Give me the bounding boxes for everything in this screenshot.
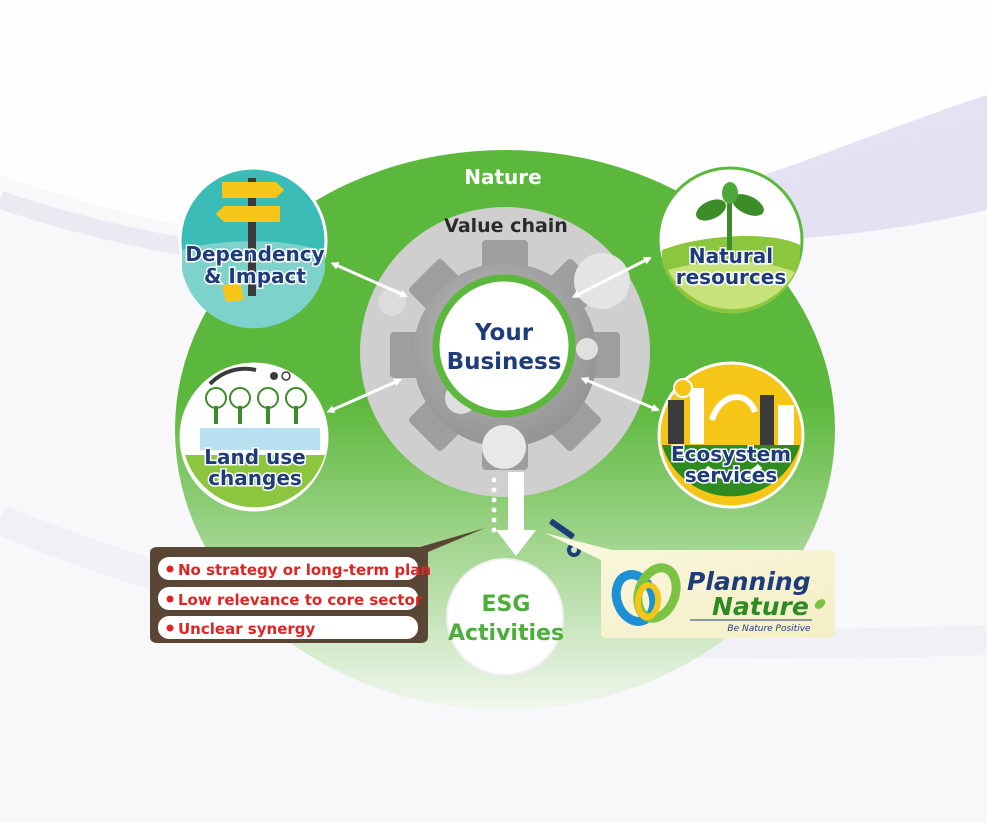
- dependency-label-line1: Dependency: [185, 242, 324, 266]
- connection-arrows: [326, 256, 660, 413]
- arrow-land: [326, 378, 402, 413]
- natural-resources-node: Natural resources: [656, 166, 804, 314]
- brand-name-line1: Planning: [687, 567, 811, 596]
- ecosystem-label-line1: Ecosystem: [671, 442, 791, 466]
- your-business-line2: Business: [447, 349, 562, 375]
- value-chain-label: Value chain: [444, 215, 568, 237]
- your-business-line1: Your: [474, 320, 534, 346]
- trees-icon: [205, 366, 307, 424]
- land-label-line1: Land use: [204, 445, 305, 469]
- brand-box: Planning Nature Be Nature Positive: [545, 533, 835, 638]
- esg-line1: ESG: [482, 592, 531, 617]
- signpost-icon: [216, 178, 284, 302]
- issue-text-2: Low relevance to core sector: [178, 591, 423, 609]
- land-use-node: Land use changes: [179, 362, 329, 512]
- planning-nature-logo-icon: [611, 563, 681, 626]
- esg-down-arrow: [491, 472, 536, 556]
- arrow-ecosystem: [580, 377, 660, 412]
- issue-text-1: No strategy or long-term plan: [178, 561, 431, 579]
- natural-label-line2: resources: [676, 265, 787, 289]
- dependency-impact-node: Dependency & Impact: [178, 166, 328, 329]
- dependency-label-line2: & Impact: [204, 264, 306, 288]
- natural-label-line1: Natural: [689, 244, 773, 268]
- land-label-line2: changes: [208, 466, 302, 490]
- ecosystem-label-line2: services: [685, 463, 778, 487]
- sprout-icon: [696, 182, 764, 250]
- esg-activities-node: ESG Activities: [446, 558, 564, 676]
- your-business-node: Your Business: [432, 274, 576, 418]
- issue-row: [158, 557, 418, 580]
- bullet-icon: [166, 565, 174, 573]
- city-skyline-icon: [668, 378, 794, 480]
- key-icon: [549, 519, 581, 557]
- leaf-icon: [814, 599, 826, 609]
- issue-text-3: Unclear synergy: [178, 620, 316, 638]
- issues-callout: No strategy or long-term plan Low releva…: [150, 528, 485, 643]
- issue-row: [158, 587, 418, 610]
- arrow-natural: [571, 256, 652, 298]
- ecosystem-services-node: Ecosystem services: [657, 361, 805, 509]
- nature-label: Nature: [464, 165, 541, 189]
- brand-tagline: Be Nature Positive: [727, 624, 811, 634]
- issue-row: [158, 616, 418, 639]
- brand-name-line2: Nature: [712, 592, 809, 621]
- bullet-icon: [166, 624, 174, 632]
- bullet-icon: [166, 595, 174, 603]
- arrow-dependency: [330, 262, 408, 298]
- esg-line2: Activities: [448, 621, 564, 646]
